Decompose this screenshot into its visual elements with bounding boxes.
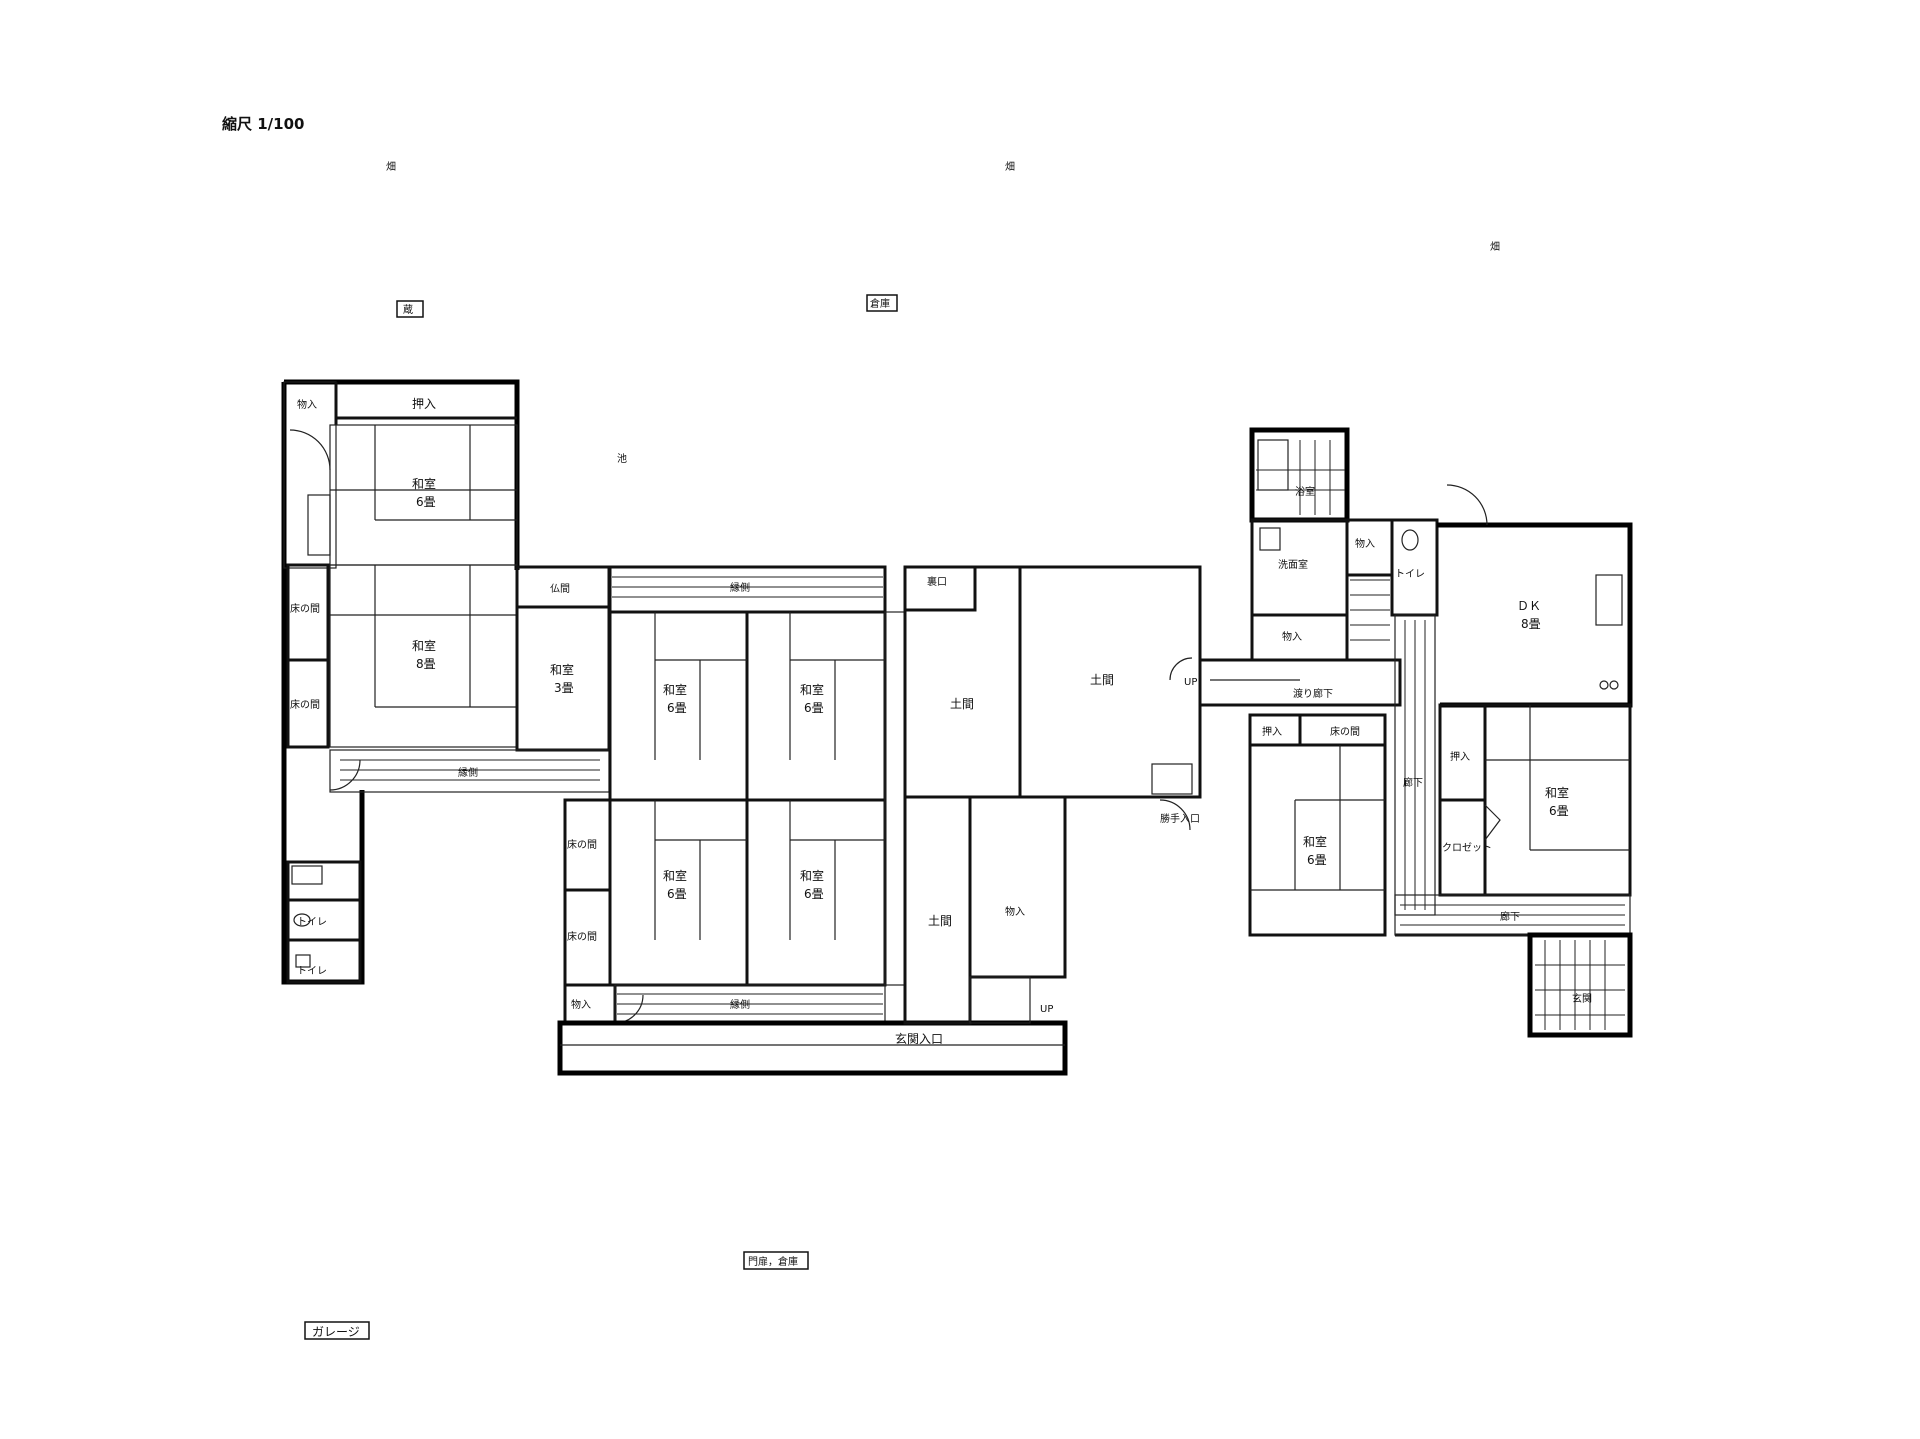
main-house: 縁側 和室 6畳 和室 6畳 和室 6畳 和室 6畳 床の間 床の間 物入 縁側… xyxy=(557,565,1202,1076)
main-up-label: UP xyxy=(1040,1004,1053,1015)
kura-label: 蔵 xyxy=(403,303,413,316)
east-wing: 浴室 洗面室 物入 物入 トイレ ＤＫ 8畳 押入 床の間 和室 6畳 廊下 押… xyxy=(1248,427,1633,1038)
east-hallway-h-label: 廊下 xyxy=(1500,910,1520,923)
west-tokonoma-label-2: 床の間 xyxy=(290,698,320,711)
main-storage-s-label: 物入 xyxy=(1005,905,1025,918)
side-entrance-label: 勝手入口 xyxy=(1160,812,1200,825)
room-c-name: 和室 xyxy=(663,868,687,883)
corridor-up-label: UP xyxy=(1184,677,1197,688)
main-tokonoma-label-1: 床の間 xyxy=(567,838,597,851)
corridor-label: 渡り廊下 xyxy=(1293,687,1333,700)
west-tokonoma-label-1: 床の間 xyxy=(290,602,320,615)
east-washitsu-e-size: 6畳 xyxy=(1549,804,1569,818)
field-label-1: 畑 xyxy=(386,160,396,173)
east-toilet-label: トイレ xyxy=(1395,569,1425,580)
west-washitsu6-size: 6畳 xyxy=(416,495,436,509)
east-storage-label-2: 物入 xyxy=(1282,630,1302,643)
washroom-label: 洗面室 xyxy=(1278,558,1308,571)
room-d-name: 和室 xyxy=(800,868,824,883)
main-engawa-north-label: 縁側 xyxy=(730,581,750,594)
west-washitsu6-name: 和室 xyxy=(412,476,436,491)
main-storage-sw-label: 物入 xyxy=(571,998,591,1011)
dk-size: 8畳 xyxy=(1521,617,1541,631)
west-washitsu8-name: 和室 xyxy=(412,638,436,653)
west-washitsu8-size: 8畳 xyxy=(416,657,436,671)
field-label-2: 畑 xyxy=(1005,160,1015,173)
doma-label-1: 土間 xyxy=(950,697,974,711)
entrance-label: 玄関入口 xyxy=(895,1031,943,1046)
west-washitsu3-name: 和室 xyxy=(550,662,574,677)
west-storage-label: 物入 xyxy=(297,398,317,411)
room-c-size: 6畳 xyxy=(667,887,687,901)
east-washitsu-w-size: 6畳 xyxy=(1307,853,1327,867)
east-storage-label-1: 物入 xyxy=(1355,537,1375,550)
west-engawa-label: 縁側 xyxy=(458,766,478,779)
closet-label: クロゼット xyxy=(1442,842,1492,854)
gate-storage-box: 門扉，倉庫 xyxy=(743,1251,809,1270)
genkan-label: 玄関 xyxy=(1572,992,1592,1005)
west-washitsu3-size: 3畳 xyxy=(554,681,574,695)
room-d-size: 6畳 xyxy=(804,887,824,901)
pond-label: 池 xyxy=(617,452,627,465)
garage-label: ガレージ xyxy=(312,1325,360,1339)
east-washitsu-e-name: 和室 xyxy=(1545,785,1569,800)
garage-box: ガレージ xyxy=(304,1321,370,1340)
west-oshiire-label: 押入 xyxy=(412,397,436,411)
west-wing: 物入 押入 和室 6畳 床の間 床の間 和室 8畳 仏間 和室 3畳 縁側 トイ… xyxy=(281,379,611,985)
bathroom-label: 浴室 xyxy=(1295,485,1315,498)
main-tokonoma-label-2: 床の間 xyxy=(567,930,597,943)
west-toilet-label-2: トイレ xyxy=(297,966,327,977)
doma-label-3: 土間 xyxy=(928,914,952,928)
east-hallway-v-label: 廊下 xyxy=(1403,776,1423,789)
back-door-label: 裏口 xyxy=(927,575,947,588)
east-oshiire-label-2: 押入 xyxy=(1450,750,1470,763)
room-a-size: 6畳 xyxy=(667,701,687,715)
main-engawa-south-label: 縁側 xyxy=(730,998,750,1011)
soko-label: 倉庫 xyxy=(870,297,890,310)
field-label-3: 畑 xyxy=(1490,240,1500,253)
butsuma-label: 仏間 xyxy=(550,583,570,595)
east-tokonoma-label: 床の間 xyxy=(1330,725,1360,738)
doma-label-2: 土間 xyxy=(1090,673,1114,687)
room-b-size: 6畳 xyxy=(804,701,824,715)
soko-box: 倉庫 xyxy=(866,294,898,312)
kura-box: 蔵 xyxy=(396,300,424,318)
room-a-name: 和室 xyxy=(663,682,687,697)
corridor: UP 渡り廊下 xyxy=(1169,657,1402,707)
east-oshiire-label-1: 押入 xyxy=(1262,725,1282,738)
scale-label: 縮尺 1/100 xyxy=(222,115,304,133)
west-toilet-label-1: トイレ xyxy=(297,917,327,928)
room-b-name: 和室 xyxy=(800,682,824,697)
gate-storage-label: 門扉，倉庫 xyxy=(748,1255,798,1268)
dk-name: ＤＫ xyxy=(1517,599,1541,613)
east-washitsu-w-name: 和室 xyxy=(1303,834,1327,849)
